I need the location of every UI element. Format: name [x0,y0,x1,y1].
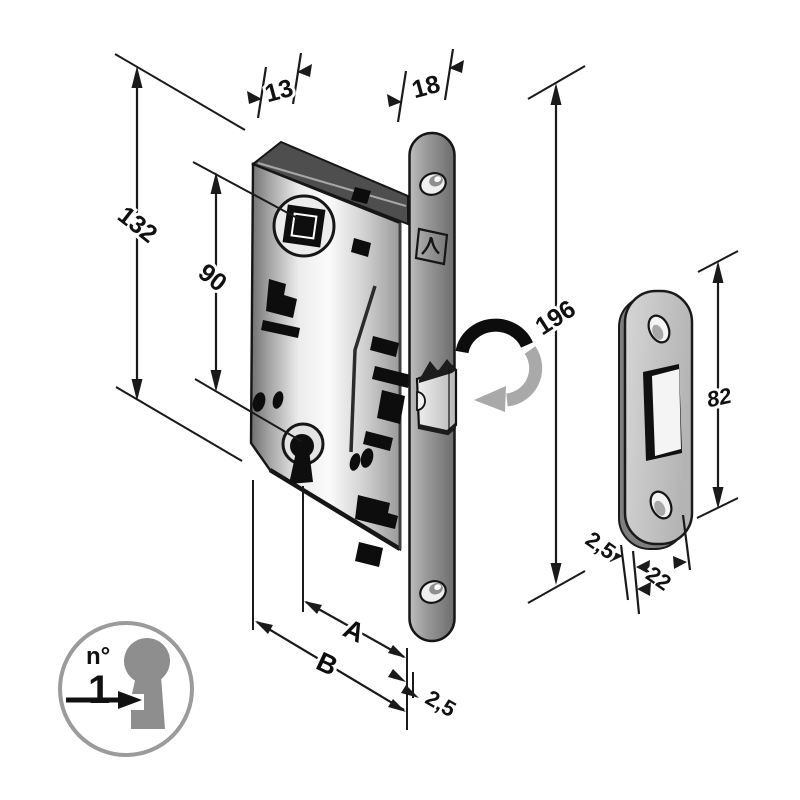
strike-plate [618,289,694,550]
badge-arrow-head [118,691,142,709]
dim-case-thickness: 13 [247,52,312,119]
faceplate-screw-hole-bottom [419,580,447,604]
dim-faceplate-width: 18 [387,48,464,123]
latch-rotation-arrow [455,318,543,412]
dim-strike-height: 82 [696,250,739,519]
latch-bottom-bevel [419,423,456,435]
dim-faceplate-thickness-label: 2,5 [421,685,460,722]
keyhole [281,422,325,484]
strike-screw-hole-bottom [649,490,673,520]
strike-cutout-inner [652,369,681,456]
dim-strike-height-label: 82 [705,383,735,413]
dim-b-label: B [312,646,342,681]
spring-wire [349,285,377,453]
dim-case-height-label: 132 [112,201,162,249]
dim-centre-distance-label: 90 [193,258,232,297]
lock-case-top-notch [351,187,371,204]
badge-keyhole-icon [124,638,170,729]
mechanism-cutouts [252,238,411,567]
rotation-arrow-black-arc [455,318,533,354]
latch-bolt [415,359,458,436]
faceplate-screw-hole-top [419,172,447,196]
latch-top-bevel [419,359,456,383]
dim-case-height: 132 [109,53,246,462]
spindle-hole [272,194,336,258]
dim-faceplate-width-label: 18 [409,70,443,104]
dim-faceplate-height-label: 196 [530,295,580,341]
brand-logo [414,227,449,266]
strike-screw-hole-top [647,314,671,344]
badge-prefix: n° [86,643,110,670]
dim-case-thickness-label: 13 [262,74,296,108]
badge-circle [58,621,194,757]
dim-a-label: A [339,613,369,648]
keyhole-number-badge: n° 1 [58,621,194,757]
dim-faceplate-height: 196 [527,65,586,604]
rotation-arrow-head [474,386,506,412]
lock-case-top-ridge [257,162,407,207]
latch-notch [416,391,426,411]
rotation-arrow-gray-arc [505,346,543,407]
badge-number: 1 [88,668,110,712]
lock-case [249,140,411,567]
lock-case-top-face [251,140,409,226]
